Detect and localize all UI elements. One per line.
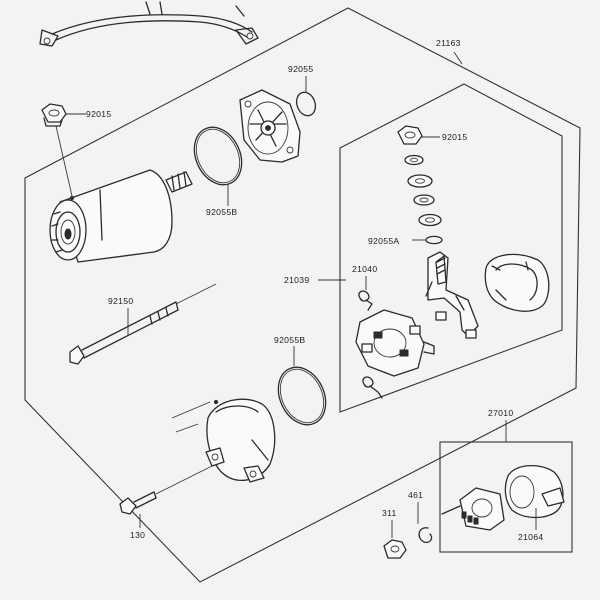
brush-spring-21040-upper xyxy=(358,290,373,311)
label-92055B-lower: 92055B xyxy=(274,335,305,345)
assembly-frame-21163 xyxy=(24,7,581,583)
o-ring-92055 xyxy=(295,91,317,117)
battery-cable xyxy=(39,1,259,47)
nut-92015-left xyxy=(41,103,67,127)
bolt-130-guide xyxy=(155,465,213,495)
label-130: 130 xyxy=(130,530,145,540)
label-21064: 21064 xyxy=(518,532,543,542)
rear-cover xyxy=(205,398,276,483)
label-21040: 21040 xyxy=(352,264,377,274)
bolt-130 xyxy=(119,491,157,515)
label-92015-left: 92015 xyxy=(86,109,111,119)
rear-cover-hint-lines xyxy=(171,401,211,433)
bolt-guide-line xyxy=(175,283,217,305)
leader-21163 xyxy=(453,51,463,65)
label-461: 461 xyxy=(408,490,423,500)
magnet-housing xyxy=(484,253,550,312)
label-27010: 27010 xyxy=(488,408,513,418)
label-92055: 92055 xyxy=(288,64,313,74)
label-21163: 21163 xyxy=(436,38,461,48)
front-cover xyxy=(239,89,301,163)
label-92055A: 92055A xyxy=(368,236,399,246)
label-92150: 92150 xyxy=(108,296,133,306)
solenoid-cover-21064 xyxy=(504,465,565,519)
nut-92015-right xyxy=(397,125,423,145)
label-92055B-upper: 92055B xyxy=(206,207,237,217)
starter-yoke-armature xyxy=(49,169,193,263)
label-92015-right: 92015 xyxy=(442,132,467,142)
solenoid-switch-body xyxy=(441,487,505,531)
nut-311 xyxy=(383,539,407,559)
inner-frame-21039 xyxy=(339,83,563,413)
label-311: 311 xyxy=(382,508,397,518)
washer-stack xyxy=(404,154,442,227)
o-ring-92055A xyxy=(425,235,443,245)
circlip-461 xyxy=(418,527,433,544)
o-ring-92055B-lower xyxy=(277,366,327,426)
brush-plate xyxy=(425,251,479,339)
through-bolt-92150 xyxy=(69,301,179,365)
brush-spring-21040-lower xyxy=(362,376,383,399)
brush-holder xyxy=(355,309,435,377)
o-ring-92055B-upper xyxy=(193,126,243,186)
guide-92015-left xyxy=(55,125,73,197)
label-21039: 21039 xyxy=(284,275,309,285)
